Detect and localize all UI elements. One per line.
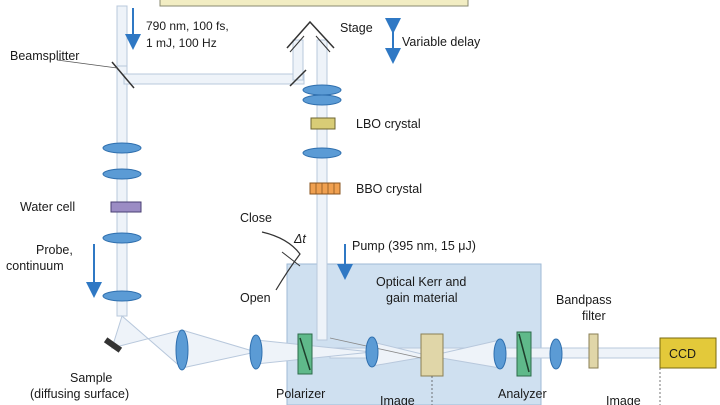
bandpass-label-line2: filter (582, 309, 606, 323)
delta-t-curve (261, 231, 301, 291)
image-left-label: Image (380, 394, 415, 405)
pump-reflection-line (329, 337, 431, 361)
bbo-hatch (315, 183, 335, 194)
water-cell-label: Water cell (20, 200, 75, 214)
probe-label-line2: continuum (6, 259, 64, 273)
beam-stage-in (292, 39, 304, 81)
bandpass-label-line1: Bandpass (556, 293, 612, 307)
kerr-label-line2: gain material (386, 291, 458, 305)
stage-mirror-right (315, 35, 331, 53)
beamsplitter-mirror (111, 61, 135, 89)
lens-main-2 (249, 334, 263, 370)
analyzer-label: Analyzer (498, 387, 547, 401)
stage-mirror-left (289, 35, 305, 53)
polarizer-label: Polarizer (276, 387, 325, 401)
laser-box (159, 0, 469, 7)
beamsplitter-label: Beamsplitter (10, 49, 79, 63)
open-label: Open (240, 291, 271, 305)
lens-main-1 (175, 329, 189, 371)
bbo-crystal (309, 182, 341, 195)
beam-probe-arm (116, 65, 128, 317)
ccd-camera (659, 337, 717, 369)
lenses (102, 84, 563, 371)
lens-main-4 (493, 338, 507, 370)
polarizer-axis (299, 337, 311, 371)
lens-pump-2 (302, 94, 342, 106)
sample-surface (103, 337, 123, 353)
kerr-gain-box (286, 263, 542, 405)
lens-pump-1 (302, 84, 342, 96)
kerr-label-line1: Optical Kerr and (376, 275, 466, 289)
bandpass-filter (588, 333, 599, 369)
probe-label-line1: Probe, (36, 243, 73, 257)
stage-prism (286, 20, 335, 49)
pump-label: Pump (395 nm, 15 μJ) (352, 239, 476, 253)
image-right-label: Image (606, 394, 641, 405)
lens-probe-1 (102, 142, 142, 154)
variable-delay-label: Variable delay (402, 35, 481, 49)
delta-t-tick (281, 251, 301, 267)
lbo-crystal-label: LBO crystal (356, 117, 421, 131)
water-cell (110, 201, 142, 213)
analyzer-axis (518, 333, 530, 373)
lbo-crystal (310, 117, 336, 130)
lens-main-3 (365, 336, 379, 368)
close-label: Close (240, 211, 272, 225)
lens-main-5 (549, 338, 563, 370)
beam-laser-out (116, 5, 128, 67)
gain-material-cell (420, 333, 444, 377)
delta-t-label: Δt (293, 232, 306, 246)
lens-probe-2 (102, 168, 142, 180)
laser-spec-line2: 1 mJ, 100 Hz (146, 36, 217, 50)
stage-turn-mirror (289, 69, 307, 87)
bbo-crystal-label: BBO crystal (356, 182, 422, 196)
sample-label-line2: (diffusing surface) (30, 387, 129, 401)
lens-probe-3 (102, 232, 142, 244)
ccd-label: CCD (669, 347, 696, 361)
lens-pump-3 (302, 147, 342, 159)
stage-label: Stage (340, 21, 373, 35)
beam-to-stage (123, 73, 305, 85)
sample-label-line1: Sample (70, 371, 112, 385)
beam-to-sample (111, 315, 183, 370)
laser-spec-line1: 790 nm, 100 fs, (146, 19, 229, 33)
beamsplitter-leader (56, 59, 118, 69)
beam-lens-cone-1 (181, 329, 257, 369)
lens-probe-4 (102, 290, 142, 302)
